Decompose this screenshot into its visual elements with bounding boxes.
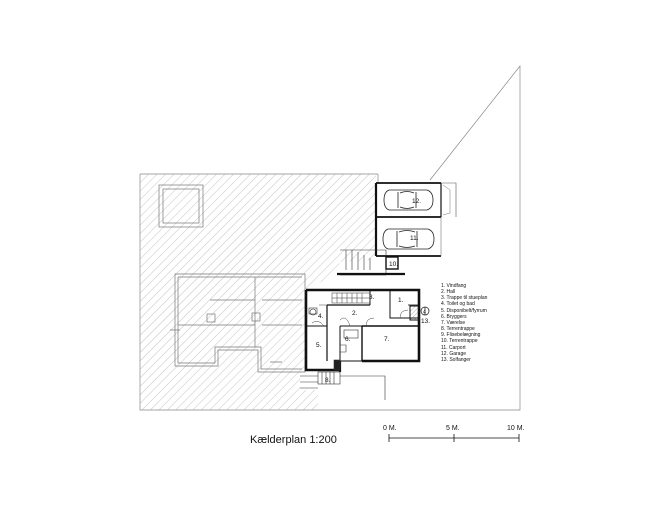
label-room-1: 1. [398,297,404,304]
legend-item: 7. Værelse [441,319,466,326]
label-room-12: 12. [412,198,421,205]
bathroom-fixtures [308,307,359,353]
room-legend: 1. Vindfang 2. Hall 3. Trappe til stuepl… [441,283,487,363]
label-room-8: 8. [325,377,331,384]
label-room-3: 3. [369,294,375,301]
car-garage-icon [383,189,434,211]
scale-label-0: 0 M. [383,425,397,432]
legend-item: 10. Terrentrappe [441,338,478,345]
label-room-5: 5. [316,342,322,349]
scale-bar [388,434,520,442]
scale-label-10: 10 M. [507,425,525,432]
label-room-7: 7. [384,336,390,343]
label-room-13: 13. [421,318,430,325]
label-room-6: 6. [345,336,351,343]
legend-item: 12. Garage [441,350,467,357]
upper-floor-outline [158,184,306,373]
label-room-2: 2. [352,310,358,317]
legend-item: 9. Flisebelægning [441,332,481,339]
garden-hatch [140,174,376,410]
legend-item: 3. Trappe til stueplan [441,295,488,302]
solar-collector [409,305,420,321]
label-room-11: 11. [410,235,419,242]
stairs-to-ground [331,292,371,304]
legend-item: 8. Terrentrappe [441,326,475,333]
scale-label-5: 5 M. [446,425,460,432]
legend-item: 5. Disponibelt/fyrrum [441,307,487,314]
legend-item: 13. Solfanger [441,356,471,363]
legend-item: 4. Toilet og bad [441,301,475,308]
label-room-10: 10. [389,261,398,268]
terrace-stairs-8 [300,359,386,400]
plan-caption: Kælderplan 1:200 [250,434,337,446]
basement-walls [304,288,421,372]
north-arrow-label: 4 [423,310,426,316]
garage-block [374,182,457,257]
label-room-4: 4. [318,313,324,320]
legend-item: 2. Hall [441,289,456,296]
door-swings [311,304,409,327]
car-carport-icon [382,228,435,250]
legend-item: 11. Carport [441,344,466,351]
room-labels: 1. 2. 3. 4. 5. 6. 7. 8. 10. 11. 12. 13. [316,198,430,384]
legend-item: 1. Vindfang [441,283,467,289]
north-arrow-icon: 4 [420,306,430,316]
legend-item: 6. Bryggers [441,313,467,320]
